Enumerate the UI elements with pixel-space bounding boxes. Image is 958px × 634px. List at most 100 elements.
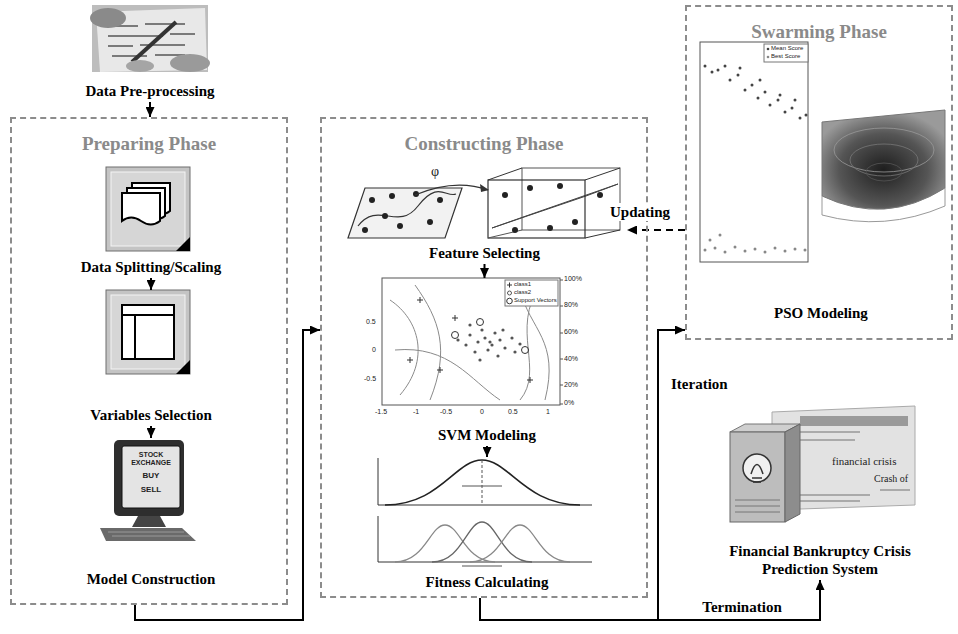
figure-label: class1: [514, 281, 531, 288]
figure-label: Crash of: [874, 473, 908, 484]
pso-surface-plot-part: [822, 110, 945, 209]
server-news-illustration-part: [743, 454, 771, 482]
flow-arrow: [150, 278, 152, 290]
pso-scatter-plot-part-part: [764, 91, 767, 94]
svm-scatter-plot-part-part: [468, 323, 471, 326]
window-icon-part: [122, 314, 174, 316]
feature-mapping-figure-part: [527, 185, 533, 191]
flow-arrow: [486, 446, 488, 457]
svm-scatter-plot-part-part: [490, 343, 493, 346]
edge-label: Updating: [607, 203, 673, 221]
pso-scatter-plot-part: [767, 48, 770, 51]
gaussian-figure-part: [378, 458, 592, 505]
pso-scatter-plot-part: [767, 56, 770, 59]
pso-scatter-plot-part-part: [744, 89, 747, 92]
svm-scatter-plot-part-part: [501, 328, 504, 331]
feature-mapping-figure-part: [348, 188, 462, 238]
feature-mapping-figure-part: [415, 185, 488, 195]
pso-scatter-plot-part-part: [737, 74, 740, 77]
pso-scatter-plot-part-part: [754, 248, 757, 251]
svm-scatter-plot-part-part: [522, 347, 529, 354]
pso-scatter-plot-part-part: [751, 84, 754, 87]
pso-scatter-plot-part: [704, 65, 808, 120]
figure-label: 80%: [564, 301, 578, 309]
feature-mapping-figure-part: [488, 180, 585, 238]
phase-heading: Swarming Phase: [751, 21, 887, 43]
figure-label: 20%: [564, 381, 578, 389]
feature-mapping-figure-part: [488, 168, 522, 180]
output-figure: Financial Bankruptcy Crisis Prediction S…: [706, 403, 935, 580]
feature-mapping-figure: [348, 168, 620, 238]
feature-mapping-figure-part: [427, 219, 433, 225]
step-caption: Model Construction: [87, 570, 216, 588]
computer-icon-part: [114, 440, 184, 516]
photo-illustration-part: [170, 54, 210, 72]
svm-scatter-plot-part-part: [473, 350, 476, 353]
pso-scatter-plot-part-part: [805, 114, 808, 117]
figure-label: φ: [431, 164, 439, 179]
pso-scatter-plot-part-part: [724, 65, 727, 68]
pso-scatter-plot-part-part: [799, 117, 802, 120]
gaussian-figure-part: [385, 460, 580, 505]
figure-label: SELL: [124, 486, 178, 495]
step-figure: Fitness Calculating: [372, 457, 602, 593]
pso-scatter-plot-part: [700, 42, 808, 262]
svm-scatter-plot-part: [507, 298, 513, 304]
phase-heading: Constructing Phase: [405, 133, 564, 155]
computer-icon-part: [122, 446, 180, 508]
pso-surface-plot-part: [866, 163, 902, 181]
feature-mapping-figure-part: [597, 192, 603, 198]
server-news-illustration-part: [751, 465, 763, 483]
pso-scatter-plot: [700, 42, 808, 262]
svm-scatter-plot-part: [507, 283, 512, 288]
feature-mapping-figure-part: [557, 183, 563, 189]
figure-label: -0.5: [364, 375, 376, 383]
pso-scatter-plot-part: [704, 234, 807, 254]
feature-mapping-figure-part: [585, 168, 620, 180]
flow-arrow: [150, 426, 152, 438]
svm-scatter-plot-part-part: [510, 336, 513, 339]
window-icon-part: [134, 315, 136, 359]
step-caption: Financial Bankruptcy Crisis Prediction S…: [713, 542, 928, 578]
gaussian-figure-part: [432, 522, 532, 562]
svm-scatter-plot-part: [508, 291, 512, 295]
figure-label: STOCK EXCHANGE: [124, 451, 178, 466]
feature-mapping-figure-part: [502, 192, 508, 198]
flow-arrow: [484, 264, 486, 278]
pso-scatter-plot-part-part: [724, 251, 727, 254]
svm-scatter-plot-part-part: [464, 343, 467, 346]
pso-scatter-plot-part-part: [769, 104, 772, 107]
svm-scatter-plot-part-part: [478, 358, 481, 361]
step-caption: PSO Modeling: [774, 304, 868, 322]
svm-scatter-plot-part-part: [476, 340, 479, 343]
pso-scatter-plot-part-part: [779, 94, 782, 97]
figure-label: -1: [413, 408, 419, 416]
server-news-illustration-part: [730, 432, 785, 522]
svm-scatter-plot-part: [560, 280, 563, 404]
figure-label: 60%: [564, 328, 578, 336]
svm-scatter-plot-part-part: [486, 348, 489, 351]
svm-scatter-plot-part-part: [496, 354, 499, 357]
figure-label: 0.5: [366, 318, 376, 326]
pso-scatter-plot-part-part: [794, 99, 797, 102]
photo-illustration-part: [90, 8, 126, 28]
svm-scatter-plot-part: [382, 278, 560, 405]
pso-scatter-plot-part-part: [744, 250, 747, 253]
figure-label: 40%: [564, 355, 578, 363]
pso-scatter-plot-part-part: [719, 234, 722, 237]
svm-scatter-plot-part-part: [513, 350, 516, 353]
edge-label: Termination: [699, 598, 784, 616]
feature-mapping-figure-part: [585, 230, 620, 238]
computer-icon-part: [100, 528, 196, 541]
step-caption: Data Splitting/Scaling: [81, 258, 221, 276]
feature-mapping-figure-part: [492, 184, 618, 228]
pso-surface-plot-part: [850, 144, 918, 176]
feature-mapping-figure-part: [512, 227, 518, 233]
window-icon-part: [122, 305, 174, 359]
svm-scatter-plot-part-part: [493, 331, 496, 334]
step-figure: Feature Selecting: [342, 160, 627, 264]
figure-label: 0: [372, 346, 376, 354]
figure-label: Mean Score: [771, 45, 803, 52]
pso-scatter-plot-part-part: [784, 250, 787, 253]
feature-mapping-figure-part: [358, 192, 456, 226]
